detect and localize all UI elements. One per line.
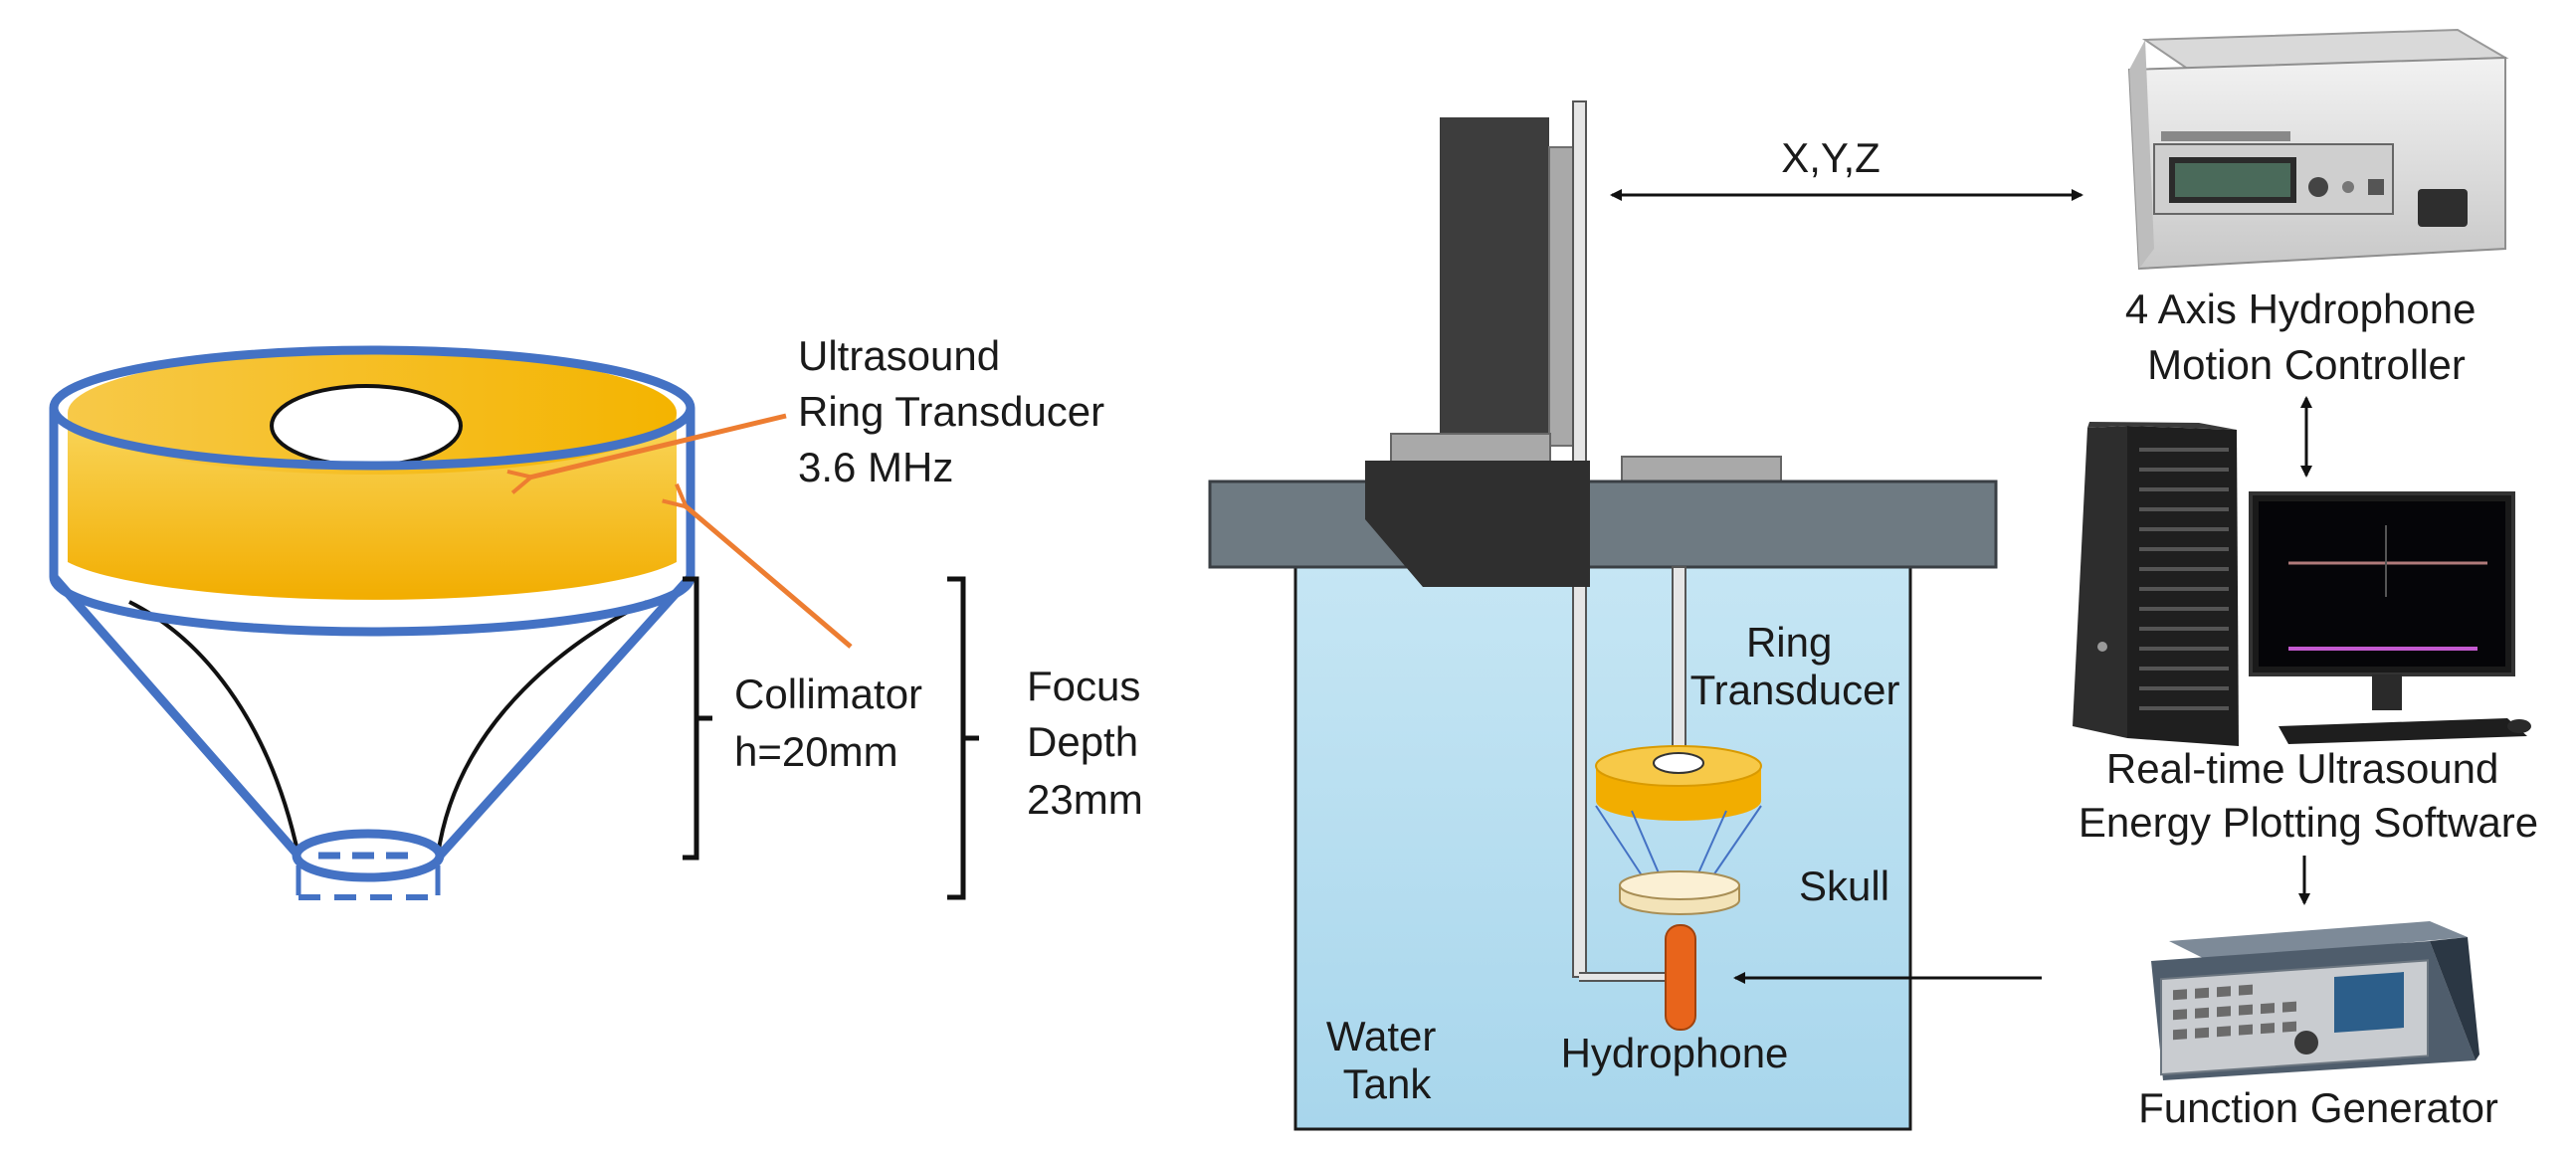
- water-tank: [1293, 550, 1912, 1131]
- mini-ring-transducer-hole: [1653, 752, 1704, 774]
- collimator-height-bracket: [683, 576, 712, 861]
- transducer-holder-rod: [1672, 566, 1686, 759]
- xyz-label: X,Y,Z: [1781, 134, 1881, 181]
- mount-clamp: [1365, 461, 1590, 587]
- collimator-tip: [292, 829, 445, 882]
- collimator-cone-right: [436, 573, 694, 860]
- focus-depth-bracket: [947, 576, 979, 900]
- collimator-curve-right: [436, 600, 648, 857]
- mount-base-plate-right: [1621, 456, 1782, 483]
- table-beam: [1208, 480, 1998, 569]
- function-generator-image: [2151, 921, 2479, 1080]
- function-generator-label: Function Generator: [2138, 1084, 2498, 1131]
- transducer-pointer-arrow: [529, 413, 787, 478]
- ring-transducer-label: Ring Transducer: [1690, 619, 1900, 713]
- mini-collimator: [1595, 805, 1762, 876]
- collimator-curve-left: [128, 600, 300, 857]
- collimator-pointer-arrow: [685, 505, 853, 649]
- transducer-collimator-illustration: Ultrasound Ring Transducer 3.6 MHz Colli…: [49, 332, 1152, 900]
- transducer-label: Ultrasound Ring Transducer 3.6 MHz: [798, 332, 1116, 490]
- skull-top: [1619, 870, 1740, 900]
- plotting-software-label: Real-time Ultrasound Energy Plotting Sof…: [2079, 745, 2538, 846]
- hydrophone-label: Hydrophone: [1561, 1030, 1789, 1076]
- ring-transducer-hole: [270, 384, 463, 468]
- hydrophone: [1665, 924, 1696, 1031]
- mount-base-plate-left: [1390, 433, 1551, 465]
- collimator-label: Collimator h=20mm: [734, 671, 934, 775]
- skull-label: Skull: [1799, 863, 1889, 909]
- water-tank-setup: X,Y,Z Ring Transducer Skull Hydrophone W…: [1208, 100, 2083, 1131]
- motion-controller-label: 4 Axis Hydrophone Motion Controller: [2125, 286, 2487, 388]
- mount-slide: [1548, 146, 1574, 447]
- equipment-stack: 4 Axis Hydrophone Motion Controller: [2073, 28, 2538, 1131]
- collimator-cone-left: [50, 574, 302, 859]
- mount-column: [1440, 117, 1549, 461]
- collimator-lower-rim: [49, 576, 695, 637]
- focus-depth-label: Focus Depth 23mm: [1027, 663, 1152, 823]
- computer-workstation-image: [2073, 422, 2531, 746]
- motion-controller-image: [2127, 28, 2509, 271]
- water-tank-label: Water Tank: [1326, 1013, 1448, 1107]
